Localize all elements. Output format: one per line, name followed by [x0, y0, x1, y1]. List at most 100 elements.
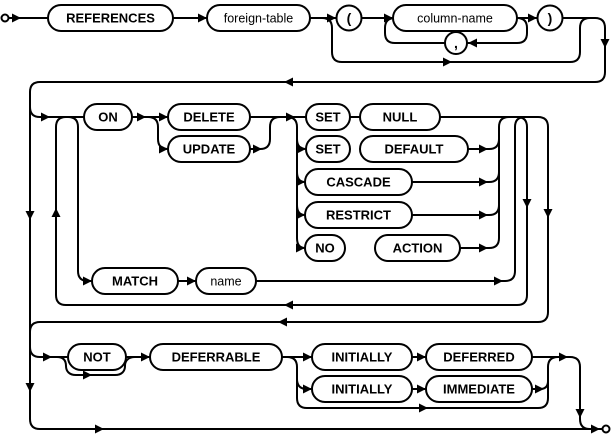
- flow-arrow-icon: [284, 77, 293, 87]
- flow-arrow-icon: [25, 211, 35, 220]
- node-on: ON: [83, 103, 133, 131]
- flow-arrow-icon: [159, 112, 168, 122]
- flow-arrow-icon: [137, 112, 146, 122]
- flow-arrow-icon: [43, 352, 52, 362]
- flow-arrow-icon: [296, 177, 305, 187]
- node-immediate: IMMEDIATE: [425, 375, 533, 403]
- node-deferrable: DEFERRABLE: [149, 343, 283, 371]
- flow-arrow-icon: [600, 39, 610, 48]
- node-comma: ,: [444, 31, 468, 55]
- flow-arrow-icon: [187, 276, 196, 286]
- flow-arrow-icon: [494, 276, 503, 286]
- node-name: name: [195, 267, 257, 295]
- flow-arrow-icon: [528, 13, 537, 23]
- node-label-on: ON: [98, 110, 118, 125]
- node-label-references: REFERENCES: [66, 11, 155, 26]
- flow-arrow-icon: [297, 144, 306, 154]
- node-label-delete: DELETE: [183, 110, 235, 125]
- arrowheads: [12, 13, 610, 434]
- node-label-initially-deferred-initially: INITIALLY: [332, 350, 393, 365]
- flow-arrow-icon: [286, 112, 295, 122]
- flow-arrow-icon: [253, 144, 262, 154]
- flow-arrow-icon: [51, 208, 61, 217]
- flow-arrow-icon: [535, 384, 544, 394]
- flow-arrow-icon: [419, 403, 428, 413]
- node-default: DEFAULT: [359, 135, 469, 163]
- flow-arrow-icon: [278, 317, 287, 327]
- node-null: NULL: [359, 103, 441, 131]
- flow-arrow-icon: [443, 57, 452, 67]
- flow-arrow-icon: [83, 276, 92, 286]
- flow-arrow-icon: [284, 300, 293, 310]
- node-rparen: ): [536, 4, 564, 32]
- node-label-not: NOT: [83, 350, 111, 365]
- node-references: REFERENCES: [47, 4, 174, 32]
- flow-arrow-icon: [468, 38, 477, 48]
- node-deferred: DEFERRED: [425, 343, 533, 371]
- flow-arrow-icon: [83, 370, 92, 380]
- node-label-lparen: (: [347, 10, 352, 26]
- flow-arrow-icon: [417, 352, 426, 362]
- node-label-null: NULL: [383, 110, 418, 125]
- node-initially-deferred-initially: INITIALLY: [311, 343, 413, 371]
- flow-arrow-icon: [303, 384, 312, 394]
- flow-arrow-icon: [559, 352, 568, 362]
- node-not: NOT: [67, 343, 127, 371]
- flow-arrow-icon: [591, 424, 600, 434]
- node-lparen: (: [335, 4, 363, 32]
- node-label-update: UPDATE: [183, 142, 236, 157]
- flow-arrow-icon: [479, 243, 488, 253]
- flow-arrow-icon: [479, 210, 488, 220]
- node-initially-immediate-initially: INITIALLY: [311, 375, 413, 403]
- node-label-rparen: ): [548, 10, 553, 26]
- node-update: UPDATE: [167, 135, 251, 163]
- node-label-immediate: IMMEDIATE: [443, 382, 515, 397]
- node-no: NO: [304, 234, 346, 262]
- start-terminal-icon: [0, 13, 10, 23]
- flow-arrow-icon: [479, 144, 488, 154]
- flow-arrow-icon: [522, 199, 532, 208]
- node-label-comma: ,: [454, 35, 458, 51]
- node-label-restrict: RESTRICT: [326, 208, 391, 223]
- flow-arrow-icon: [417, 384, 426, 394]
- node-set-default-set: SET: [305, 135, 351, 163]
- flow-arrow-icon: [95, 424, 104, 434]
- flow-arrow-icon: [384, 13, 393, 23]
- node-label-deferrable: DEFERRABLE: [172, 350, 261, 365]
- node-label-default: DEFAULT: [385, 142, 444, 157]
- node-cascade: CASCADE: [304, 168, 413, 196]
- connector-lines: [8, 17, 606, 430]
- node-label-foreign-table: foreign-table: [224, 12, 294, 26]
- flow-arrow-icon: [198, 13, 207, 23]
- node-match: MATCH: [91, 267, 179, 295]
- node-label-match: MATCH: [112, 274, 158, 289]
- node-label-deferred: DEFERRED: [443, 350, 515, 365]
- node-label-name: name: [210, 275, 241, 289]
- node-label-action: ACTION: [393, 241, 443, 256]
- node-delete: DELETE: [167, 103, 251, 131]
- node-label-initially-immediate-initially: INITIALLY: [332, 382, 393, 397]
- node-label-cascade: CASCADE: [326, 175, 391, 190]
- flow-arrow-icon: [141, 352, 150, 362]
- flow-arrow-icon: [296, 210, 305, 220]
- flow-arrow-icon: [479, 177, 488, 187]
- node-set-null-set: SET: [305, 103, 351, 131]
- flow-arrow-icon: [543, 209, 553, 218]
- node-restrict: RESTRICT: [304, 201, 413, 229]
- node-column-name: column-name: [392, 4, 518, 32]
- flow-arrow-icon: [25, 383, 35, 392]
- node-action: ACTION: [374, 234, 461, 262]
- flow-arrow-icon: [12, 13, 21, 23]
- flow-arrow-icon: [296, 243, 305, 253]
- flow-arrow-icon: [575, 409, 585, 418]
- node-label-no: NO: [315, 241, 335, 256]
- node-label-column-name: column-name: [417, 12, 493, 26]
- node-foreign-table: foreign-table: [206, 4, 311, 32]
- end-terminal-icon: [601, 424, 611, 434]
- flow-arrow-icon: [159, 144, 168, 154]
- flow-arrow-icon: [303, 352, 312, 362]
- flow-arrow-icon: [41, 112, 50, 122]
- node-label-set-default-set: SET: [315, 142, 340, 157]
